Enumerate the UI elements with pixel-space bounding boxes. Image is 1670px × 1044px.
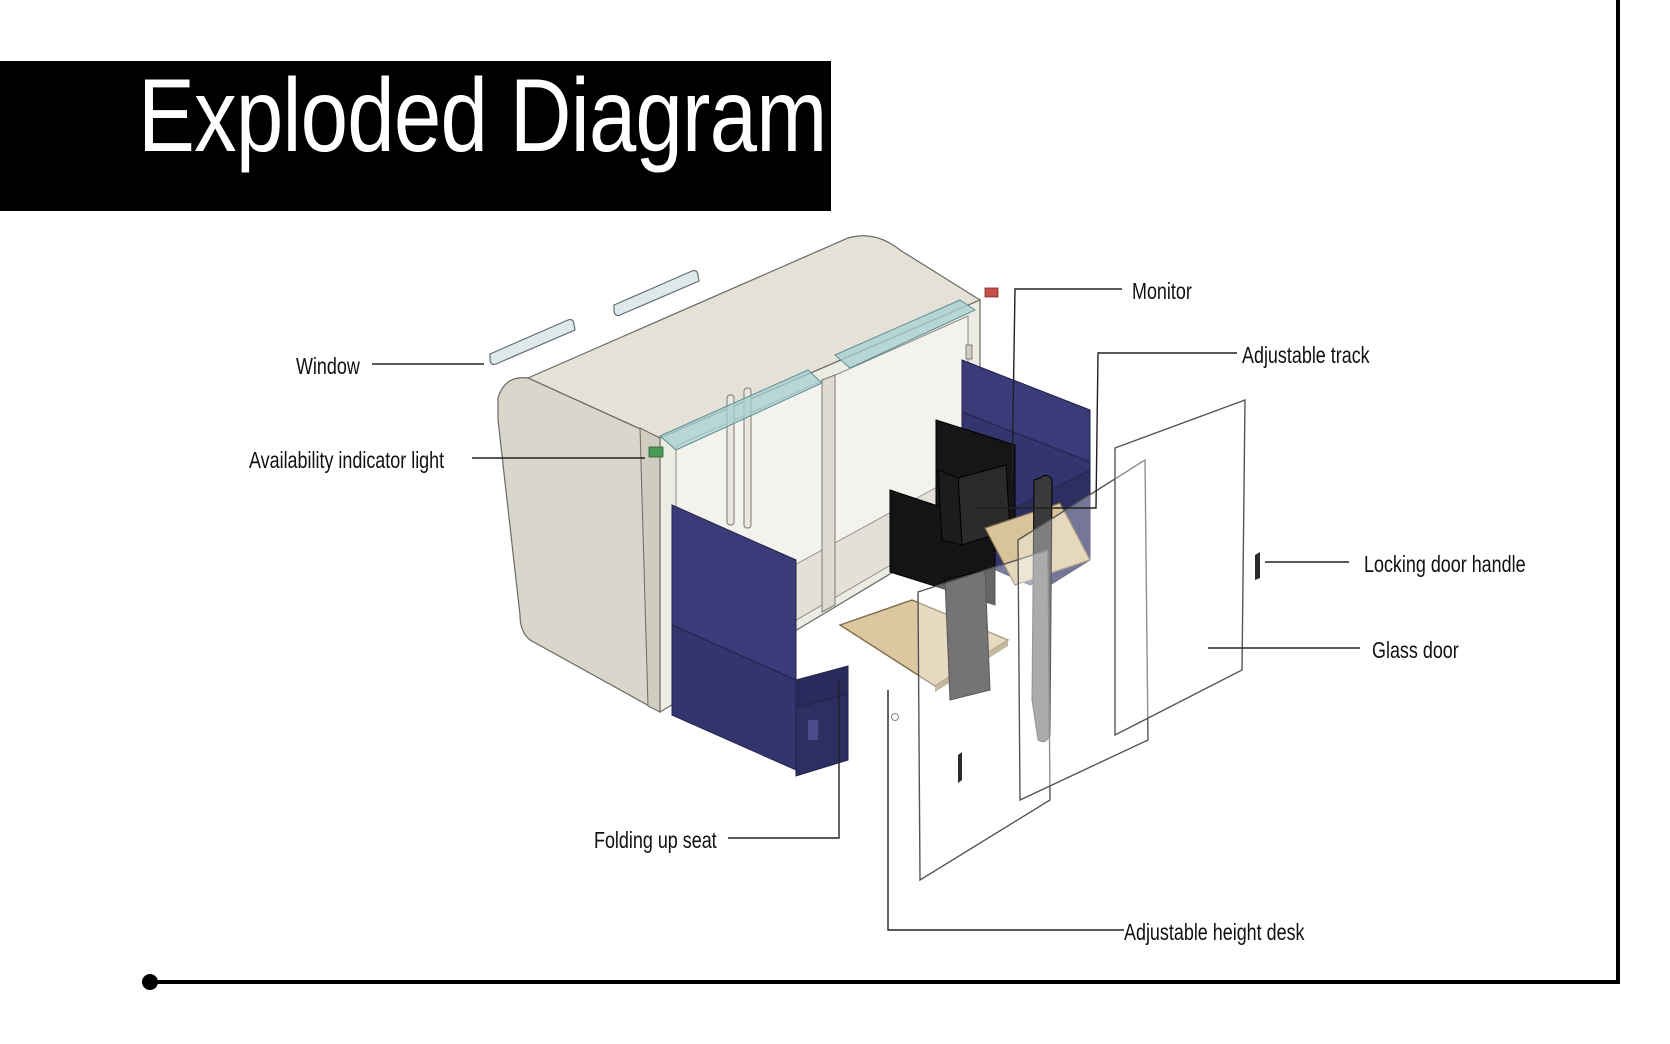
leader-lines <box>372 288 1360 931</box>
availability-light-green <box>648 446 664 458</box>
window-panels <box>489 269 700 366</box>
label-adjustable-track: Adjustable track <box>1242 342 1370 368</box>
label-folding-up-seat: Folding up seat <box>594 827 717 853</box>
label-availability-indicator-light: Availability indicator light <box>249 447 445 473</box>
label-monitor: Monitor <box>1132 278 1192 304</box>
label-adjustable-height-desk: Adjustable height desk <box>1124 919 1305 945</box>
label-window: Window <box>296 353 360 379</box>
frame-corner-dot <box>142 974 158 990</box>
availability-light-red <box>984 287 999 298</box>
glass-doors <box>891 398 1260 882</box>
label-locking-door-handle: Locking door handle <box>1364 551 1526 577</box>
door-handle-locking <box>1255 552 1260 580</box>
page-title: Exploded Diagram <box>138 58 827 174</box>
door-handle-front <box>958 752 962 783</box>
label-glass-door: Glass door <box>1372 637 1459 663</box>
frame-bottom-border <box>150 980 1620 984</box>
folding-seat <box>671 504 849 777</box>
title-banner <box>0 61 831 211</box>
frame-right-border <box>1616 0 1620 984</box>
